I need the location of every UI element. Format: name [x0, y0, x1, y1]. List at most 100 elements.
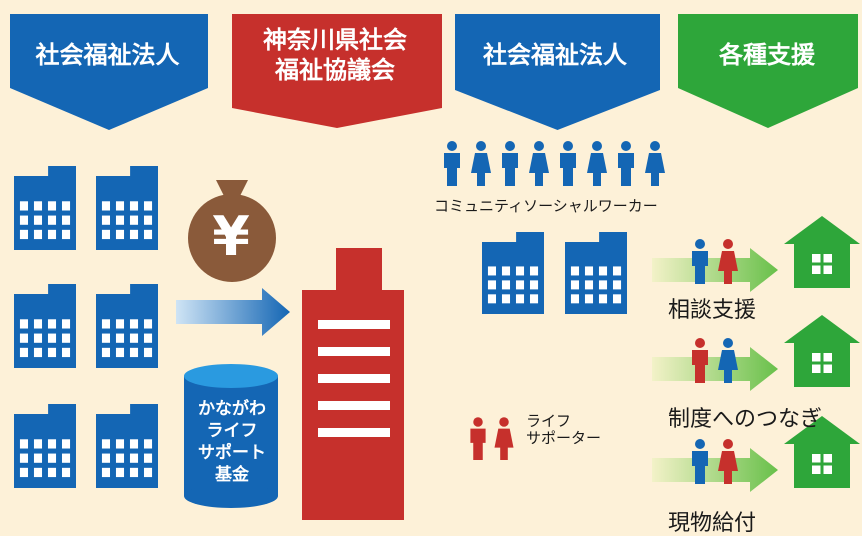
support-woman-3 [718, 439, 738, 484]
social-worker-4 [529, 141, 549, 186]
head [447, 141, 457, 151]
building-window [584, 294, 594, 304]
building-window [19, 201, 29, 211]
building-window [515, 294, 525, 304]
building-window [129, 319, 139, 329]
building-window [101, 333, 111, 343]
council-building [302, 248, 404, 520]
building-window [101, 453, 111, 463]
fund-label: かながわ ライフ サポート 基金 [198, 399, 266, 485]
body [718, 251, 738, 284]
building-window [584, 280, 594, 290]
building-window [501, 266, 511, 276]
building-window [33, 201, 43, 211]
money-bag-neck [216, 180, 248, 196]
banner-3-label: 社会福祉法人 [483, 41, 627, 69]
social-worker-3 [502, 141, 518, 186]
social-worker-7 [618, 141, 634, 186]
body [494, 428, 514, 460]
head [505, 141, 515, 151]
left-building-1 [14, 166, 76, 250]
building-window [612, 294, 622, 304]
building-window [61, 467, 71, 478]
body [718, 451, 738, 484]
body [471, 153, 491, 186]
building-window [33, 319, 43, 329]
council-building-stripe [318, 374, 390, 383]
life-supporter-label: ライフ サポーター [526, 412, 602, 447]
body [560, 153, 576, 186]
head [723, 439, 733, 449]
building-body [14, 284, 76, 368]
building-window [584, 266, 594, 276]
building-window [529, 266, 539, 276]
building-window [101, 201, 111, 211]
head [650, 141, 660, 151]
left-building-3 [14, 284, 76, 368]
building-window [19, 229, 29, 240]
fund-cylinder [184, 364, 278, 508]
building-window [115, 319, 125, 329]
building-window [61, 201, 71, 211]
cylinder-body [184, 376, 278, 496]
building-window [47, 439, 57, 449]
money-bag-body [188, 194, 276, 282]
life-supporter-woman [494, 417, 514, 460]
left-building-4 [96, 284, 158, 368]
council-building-body [302, 248, 404, 520]
banner-1-label: 社会福祉法人 [35, 41, 180, 69]
building-window [47, 467, 57, 478]
building-window [33, 347, 43, 358]
building-window [61, 333, 71, 343]
building-window [61, 453, 71, 463]
building-window [19, 333, 29, 343]
building-window [61, 347, 71, 358]
house-1 [784, 216, 860, 288]
banner-2 [232, 14, 442, 128]
building-window [115, 229, 125, 240]
head [723, 239, 733, 249]
body [618, 153, 634, 186]
building-window [143, 439, 153, 449]
csw-building-2 [565, 232, 627, 314]
building-window [129, 467, 139, 478]
building-window [129, 201, 139, 211]
support-arrow-1 [652, 248, 778, 292]
building-window [101, 215, 111, 225]
building-window [515, 266, 525, 276]
house-roof [784, 216, 860, 244]
council-building-stripe [318, 347, 390, 356]
cylinder-bottom [184, 484, 278, 508]
left-building-2 [96, 166, 158, 250]
building-window [487, 280, 497, 290]
head [563, 141, 573, 151]
head [592, 141, 602, 151]
building-body [14, 404, 76, 488]
community-social-worker-label: コミュニティソーシャルワーカー [434, 197, 658, 215]
building-window [143, 215, 153, 225]
building-window [143, 333, 153, 343]
support-label-consultation: 相談支援 [668, 298, 757, 323]
building-window [101, 439, 111, 449]
building-window [47, 347, 57, 358]
building-window [19, 439, 29, 449]
building-window [143, 319, 153, 329]
body [718, 350, 738, 383]
building-body [96, 404, 158, 488]
building-window [143, 229, 153, 240]
csw-building-1 [482, 232, 544, 314]
social-worker-5 [560, 141, 576, 186]
head [695, 338, 705, 348]
cylinder-top [184, 364, 278, 388]
head [695, 439, 705, 449]
building-window [570, 280, 580, 290]
building-window [33, 229, 43, 240]
head [473, 417, 483, 427]
head [534, 141, 544, 151]
body [529, 153, 549, 186]
building-window [115, 453, 125, 463]
building-window [115, 439, 125, 449]
support-man-3 [692, 439, 708, 484]
building-window [487, 266, 497, 276]
